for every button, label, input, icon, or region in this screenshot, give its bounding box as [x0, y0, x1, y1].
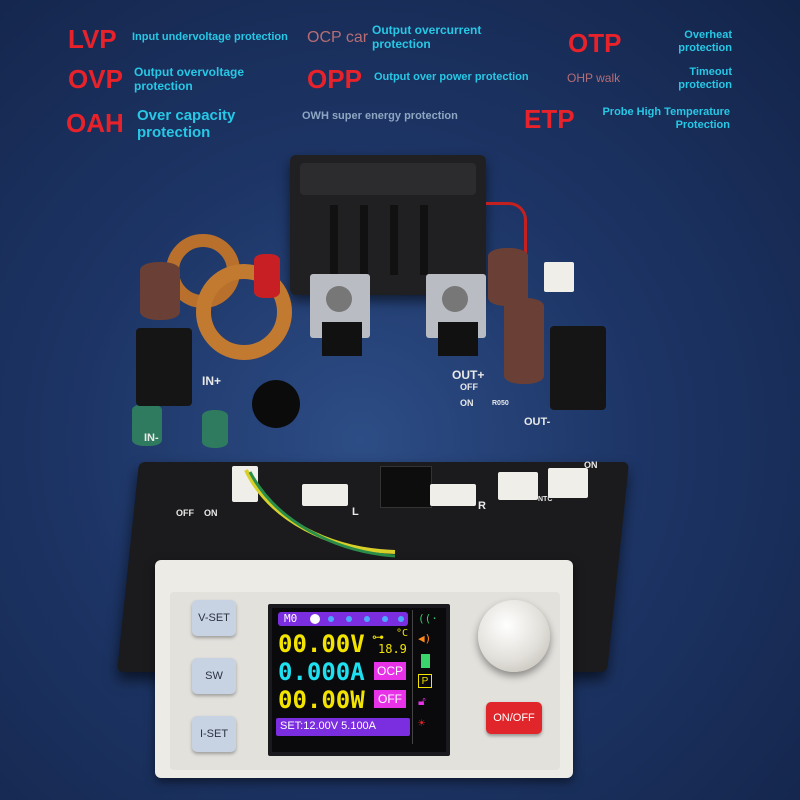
sw-button[interactable]: SW — [192, 658, 236, 694]
label-l: L — [352, 506, 359, 518]
label-off-2: OFF — [176, 508, 194, 518]
sun-icon: ☀ — [418, 716, 426, 730]
desc-otp: Overheat protection — [678, 29, 732, 54]
label-ntc: NTC — [538, 496, 553, 503]
desc-ovp: Output overvoltage protection — [134, 65, 245, 93]
desc-etp: Probe High Temperature Protection — [602, 106, 730, 131]
power-readout: 00.00W — [278, 686, 365, 714]
battery-icon — [421, 654, 430, 668]
label-off-1: OFF — [460, 382, 478, 392]
voltage-readout: 00.00V — [278, 630, 365, 658]
p-icon: P — [418, 674, 432, 688]
code-lvp: LVP — [68, 24, 117, 54]
desc-ohp: Timeout protection — [678, 66, 732, 91]
mode-label: M0 — [284, 612, 298, 625]
label-out-plus: OUT+ — [452, 368, 485, 382]
temp-unit: °C — [396, 628, 409, 639]
off-badge: OFF — [374, 690, 406, 708]
current-readout: 0.000A — [278, 658, 365, 686]
desc-oah: Over capacity protection — [137, 107, 236, 142]
desc-opp: Output over power protection — [374, 71, 529, 83]
set-bar — [276, 718, 410, 736]
code-otp: OTP — [568, 28, 622, 58]
code-ocp: OCP car — [307, 29, 369, 46]
wifi-icon: ((· — [418, 612, 438, 625]
thermometer-icon: ⊶ — [372, 630, 384, 644]
label-on-3: ON — [204, 508, 218, 518]
lock-icon: 🔓︎ — [418, 694, 426, 708]
desc-lvp: Input undervoltage protection — [132, 31, 288, 43]
cooling-fan — [290, 155, 486, 295]
on-off-button[interactable]: ON/OFF — [486, 702, 542, 734]
cable — [244, 469, 396, 558]
temp-readout: 18.9 — [378, 642, 407, 656]
code-oah: OAH — [66, 108, 124, 138]
v-set-button[interactable]: V-SET — [192, 600, 236, 636]
rotary-knob[interactable] — [478, 600, 550, 672]
code-ohp: OHP walk — [567, 71, 621, 85]
code-etp: ETP — [524, 104, 575, 134]
product-photo: IN+ IN- OUT+ OUT- OFF ON ON OFF ON NTC L… — [0, 150, 800, 672]
mode-dot-active — [310, 614, 320, 624]
code-owh: OWH super energy protection — [302, 110, 458, 122]
set-readout: SET:12.00V 5.100A — [280, 720, 377, 732]
label-out-minus: OUT- — [524, 416, 551, 428]
label-r050: R050 — [492, 400, 509, 407]
label-on-2: ON — [584, 460, 598, 470]
ocp-badge: OCP — [374, 662, 406, 680]
i-set-button[interactable]: I-SET — [192, 716, 236, 752]
label-r: R — [478, 500, 486, 512]
code-ovp: OVP — [68, 64, 123, 94]
label-in-plus: IN+ — [202, 374, 222, 388]
mode-bar — [278, 612, 408, 626]
code-opp: OPP — [307, 64, 362, 94]
speaker-icon: ◀) — [418, 632, 432, 645]
desc-ocp: Output overcurrent protection — [372, 23, 482, 51]
lcd-screen: M0 00.00V 0.000A 00.00W ⊶ °C 18.9 OCP OF… — [268, 604, 450, 756]
label-on-1: ON — [460, 398, 474, 408]
label-in-minus: IN- — [144, 432, 159, 444]
